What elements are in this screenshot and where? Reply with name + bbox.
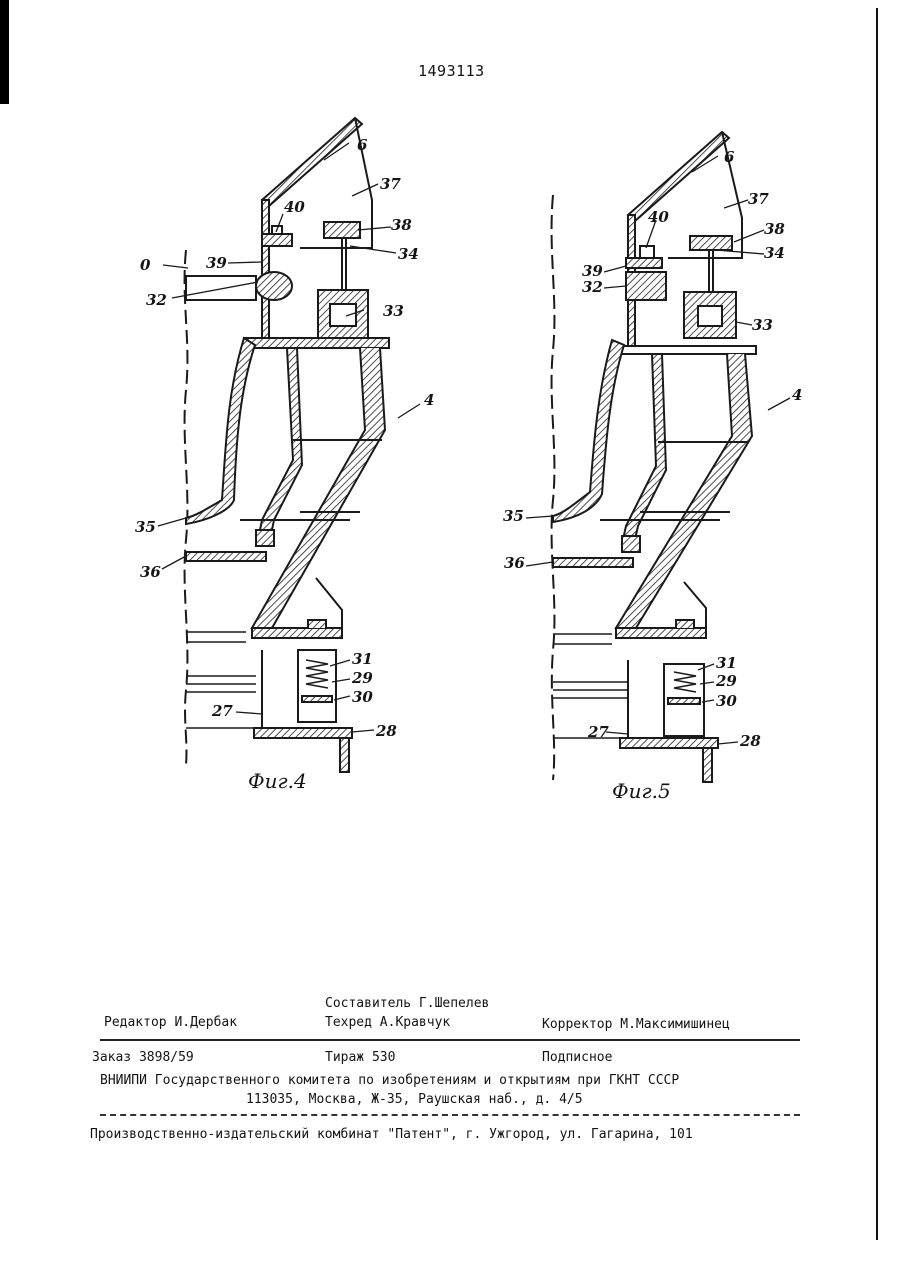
fig4-piston-30 (302, 696, 332, 702)
fig5-bolt-31 (676, 620, 694, 628)
fig4-label-28: 28 (375, 722, 397, 740)
figure-4-drawing (158, 118, 420, 772)
fig5-label-38: 38 (764, 220, 785, 238)
fig4-label-4: 4 (424, 391, 434, 409)
fig5-label-34: 34 (764, 244, 785, 262)
fig5-label-37: 37 (748, 190, 769, 208)
fig4-label-32: 32 (146, 291, 167, 309)
fig5-bracket-36 (622, 536, 640, 552)
fig5-cap-38 (690, 236, 732, 250)
fig4-block-33-inner (330, 304, 356, 326)
figure-5-drawing (526, 132, 790, 782)
fig4-housing-wall (262, 200, 269, 342)
fig5-flange-39 (626, 258, 662, 268)
fig4-caption: Фиг.4 (248, 769, 307, 793)
imprint-subscription: Подписное (542, 1050, 612, 1065)
fig4-lower-plate (252, 628, 342, 638)
fig4-label-39: 39 (206, 254, 227, 272)
fig4-inner-wall (258, 348, 302, 540)
imprint-printer: Производственно-издательский комбинат "П… (90, 1127, 693, 1142)
imprint-circulation: Тираж 530 (325, 1050, 395, 1065)
imprint-order: Заказ 3898/59 (92, 1050, 194, 1065)
fig5-spring-29 (674, 672, 696, 692)
fig4-top-plate (244, 338, 389, 348)
fig4-label-37: 37 (380, 175, 401, 193)
fig5-base-28 (620, 738, 718, 748)
fig4-label-31: 31 (352, 650, 373, 668)
fig5-label-4: 4 (792, 386, 802, 404)
fig5-block-33-inner (698, 306, 722, 326)
imprint-compiler: Составитель Г.Шепелев (325, 996, 489, 1011)
fig5-base-foot (703, 748, 712, 782)
fig5-label-29: 29 (715, 672, 737, 690)
fig4-label-35: 35 (135, 518, 156, 536)
imprint-rule-top (100, 1039, 800, 1041)
fig5-ring-36 (553, 558, 633, 567)
fig5-label-28: 28 (739, 732, 761, 750)
imprint-rule-bottom (100, 1114, 800, 1116)
fig4-label-40: 40 (284, 198, 305, 216)
fig4-roof-plate (262, 118, 362, 206)
fig5-label-31: 31 (716, 654, 737, 672)
fig5-shell-35 (553, 340, 624, 522)
imprint-corrector: Корректор М.Максимишинец (542, 1017, 730, 1032)
fig5-piston-30 (668, 698, 700, 704)
fig4-ring-36 (186, 552, 266, 561)
fig4-spring-29 (306, 660, 328, 688)
fig4-base-28 (254, 728, 352, 738)
fig5-label-6: 6 (724, 148, 735, 166)
fig4-shell-35 (186, 338, 255, 524)
fig5-seal-32 (626, 272, 666, 300)
imprint-vniipi: ВНИИПИ Государственного комитета по изоб… (100, 1073, 679, 1088)
fig4-body (252, 348, 385, 628)
fig4-side-pipe (186, 276, 256, 300)
fig5-label-35: 35 (503, 507, 524, 525)
imprint-techred: Техред А.Кравчук (325, 1015, 450, 1030)
fig4-label-0: 0 (140, 256, 151, 274)
fig4-label-38: 38 (391, 216, 412, 234)
fig5-label-33: 33 (752, 316, 773, 334)
fig5-body (616, 354, 752, 628)
fig5-label-30: 30 (716, 692, 737, 710)
fig4-label-29: 29 (351, 669, 373, 687)
fig5-element-40 (640, 246, 654, 258)
fig4-bracket-36 (256, 530, 274, 546)
fig4-label-30: 30 (352, 688, 373, 706)
fig5-roof-plate (628, 132, 729, 221)
fig4-seal-32 (256, 272, 292, 300)
imprint-editor: Редактор И.Дербак (104, 1015, 237, 1030)
fig5-inner-wall (622, 354, 666, 544)
fig5-axis-line (552, 195, 555, 780)
fig4-label-34: 34 (398, 245, 419, 263)
fig4-flange-39 (262, 234, 292, 246)
fig4-label-6: 6 (357, 136, 368, 154)
fig4-label-27: 27 (211, 702, 233, 720)
fig4-label-33: 33 (383, 302, 404, 320)
fig5-label-36: 36 (504, 554, 525, 572)
fig5-lower-plate (616, 628, 706, 638)
fig5-label-40: 40 (648, 208, 669, 226)
fig5-caption: Фиг.5 (612, 779, 671, 803)
fig5-label-32: 32 (582, 278, 603, 296)
fig5-label-27: 27 (587, 723, 609, 741)
fig4-label-36: 36 (140, 563, 161, 581)
imprint-address: 113035, Москва, Ж-35, Раушская наб., д. … (246, 1092, 583, 1107)
fig4-base-foot (340, 738, 349, 772)
fig4-axis-line (185, 250, 188, 765)
fig4-bolt-31 (308, 620, 326, 628)
fig5-top-plate (614, 346, 756, 354)
fig4-cap-38 (324, 222, 360, 238)
